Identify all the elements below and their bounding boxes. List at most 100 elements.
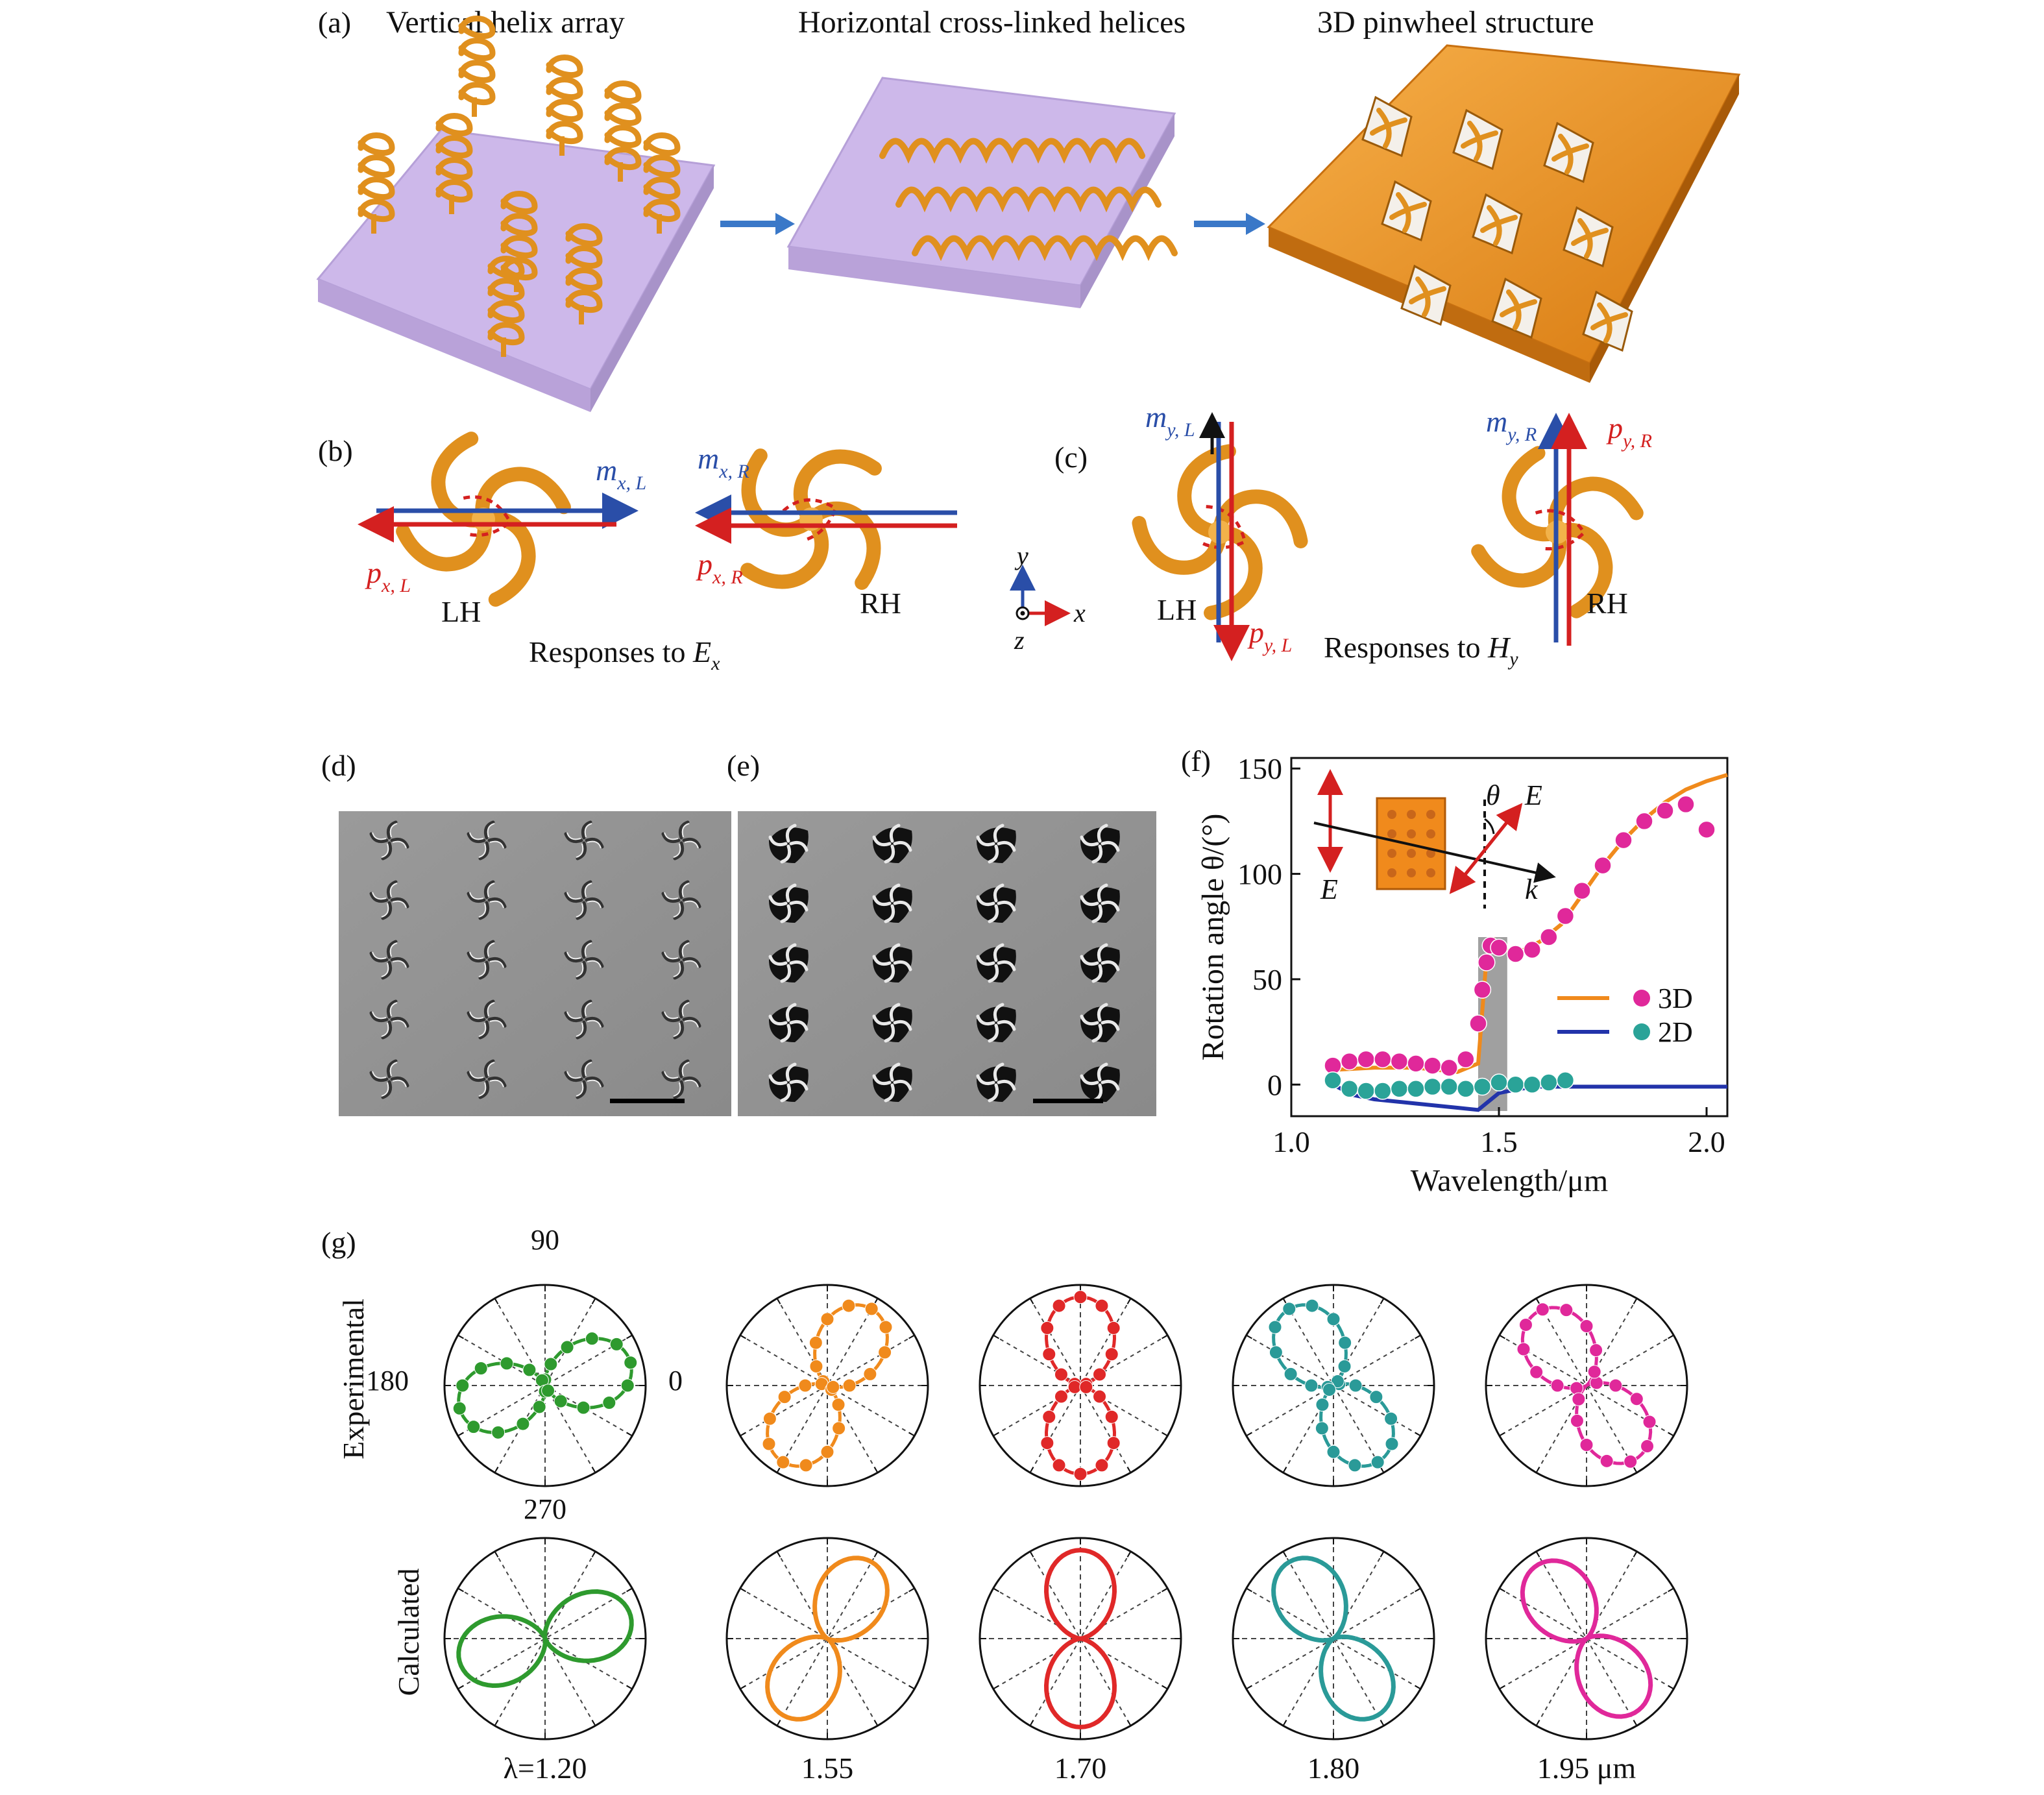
polar-tick bbox=[1246, 1685, 1252, 1690]
experimental-point bbox=[624, 1356, 638, 1370]
calculated-curve bbox=[456, 1589, 634, 1689]
experimental-point bbox=[842, 1299, 856, 1313]
inset-theta: θ bbox=[1486, 779, 1500, 811]
y-tick-label: 50 bbox=[1252, 963, 1282, 996]
polar-tick bbox=[591, 1720, 596, 1726]
vertical-helix-6 bbox=[604, 80, 642, 171]
helix-arm bbox=[476, 511, 536, 607]
data-point-3D bbox=[1374, 1050, 1392, 1069]
experimental-point bbox=[1106, 1321, 1121, 1335]
experimental-point bbox=[1348, 1378, 1363, 1393]
experimental-point bbox=[1269, 1345, 1283, 1360]
experimental-point bbox=[1337, 1359, 1352, 1373]
polar-angle-270: 270 bbox=[524, 1493, 566, 1525]
inset-sample-dot bbox=[1426, 849, 1435, 858]
axis-z-glyph: z bbox=[1014, 626, 1025, 655]
inset-sample-dot bbox=[1407, 868, 1416, 877]
experimental-point bbox=[762, 1411, 777, 1426]
sem-pinwheel bbox=[369, 940, 409, 980]
vertical-helix-5 bbox=[500, 191, 538, 281]
polar-tick bbox=[1029, 1720, 1034, 1726]
polar-grid-line bbox=[1535, 1298, 1638, 1473]
data-point-2D bbox=[1540, 1073, 1558, 1092]
polar-tick bbox=[1633, 1298, 1638, 1304]
polar-tick bbox=[873, 1551, 879, 1557]
experimental-point bbox=[831, 1398, 846, 1412]
wavelength-label-3: 1.70 bbox=[1054, 1752, 1107, 1785]
helix-arm bbox=[396, 512, 492, 572]
data-point-3D bbox=[1357, 1050, 1375, 1069]
experimental-point bbox=[1268, 1320, 1282, 1334]
polar-tick bbox=[591, 1551, 596, 1557]
experimental-point bbox=[1559, 1303, 1574, 1317]
polar-tick bbox=[626, 1685, 633, 1690]
polar-grid-line bbox=[776, 1298, 879, 1473]
sem-pinwheel bbox=[768, 943, 809, 983]
experimental-point bbox=[879, 1320, 893, 1334]
polar-grid-line bbox=[1499, 1334, 1674, 1437]
experimental-point bbox=[1106, 1436, 1121, 1450]
sem-pinwheel bbox=[872, 1062, 912, 1103]
experimental-point bbox=[1315, 1421, 1329, 1435]
experimental-point bbox=[1042, 1347, 1056, 1362]
current-path bbox=[1535, 509, 1587, 551]
polar-tick bbox=[1380, 1298, 1385, 1304]
experimental-point bbox=[609, 1337, 624, 1351]
experimental-point bbox=[1054, 1389, 1068, 1404]
polar-tick bbox=[1415, 1685, 1421, 1690]
experimental-point bbox=[1550, 1378, 1564, 1393]
inset-k: k bbox=[1525, 873, 1539, 905]
polar-tick bbox=[993, 1685, 999, 1690]
polar-angle-90: 90 bbox=[531, 1224, 559, 1256]
polar-plot bbox=[1485, 1537, 1688, 1740]
experimental-point bbox=[554, 1394, 568, 1408]
experimental-point bbox=[467, 1420, 481, 1434]
polar-grid-line bbox=[993, 1334, 1168, 1437]
cross-linked-helices-illustration bbox=[786, 77, 1178, 308]
polar-tick bbox=[1415, 1587, 1421, 1593]
sem-pinwheel bbox=[564, 999, 604, 1040]
experimental-point bbox=[516, 1417, 530, 1431]
experimental-point bbox=[1518, 1317, 1533, 1332]
experimental-point bbox=[541, 1384, 555, 1398]
polar-grid-line bbox=[457, 1587, 633, 1690]
vertical-helix-7 bbox=[643, 132, 681, 223]
polar-tick bbox=[1029, 1298, 1034, 1304]
polar-plot bbox=[1232, 1284, 1435, 1487]
vertical-helix-2 bbox=[435, 113, 473, 203]
inset-sample-dot bbox=[1407, 810, 1416, 819]
legend-2d-label: 2D bbox=[1658, 1016, 1693, 1048]
polar-tick bbox=[1126, 1298, 1132, 1304]
sem-pinwheel bbox=[369, 1059, 409, 1099]
polar-angle-180: 180 bbox=[366, 1365, 409, 1397]
helix-arm bbox=[431, 432, 491, 528]
experimental-point bbox=[826, 1380, 840, 1394]
polar-tick bbox=[1126, 1551, 1132, 1557]
experimental-point bbox=[522, 1363, 537, 1377]
polar-grid-line bbox=[457, 1587, 633, 1690]
caption-hy: Responses to Hy bbox=[1324, 631, 1518, 670]
experimental-point bbox=[1535, 1302, 1550, 1317]
polar-tick bbox=[1668, 1432, 1674, 1437]
polar-tick bbox=[494, 1298, 499, 1304]
experimental-point bbox=[560, 1340, 574, 1354]
polar-tick bbox=[1029, 1467, 1034, 1473]
experimental-point bbox=[1304, 1378, 1319, 1393]
data-point-3D bbox=[1677, 795, 1695, 814]
current-path bbox=[463, 495, 513, 537]
data-point-3D bbox=[1473, 981, 1492, 999]
data-point-2D bbox=[1490, 1073, 1508, 1092]
polar-grid-line bbox=[494, 1551, 596, 1726]
pinwheel-arm bbox=[1461, 121, 1498, 162]
polar-tick bbox=[1668, 1334, 1674, 1339]
panel-f-label: (f) bbox=[1181, 744, 1211, 777]
polar-tick bbox=[1282, 1720, 1287, 1726]
polar-tick bbox=[494, 1551, 499, 1557]
data-point-2D bbox=[1374, 1082, 1392, 1100]
sem-image-top-view bbox=[339, 811, 731, 1116]
inset-sample-dot bbox=[1387, 810, 1396, 819]
data-point-3D bbox=[1556, 907, 1575, 925]
experimental-point bbox=[1093, 1367, 1107, 1382]
experimental-point bbox=[491, 1425, 505, 1439]
